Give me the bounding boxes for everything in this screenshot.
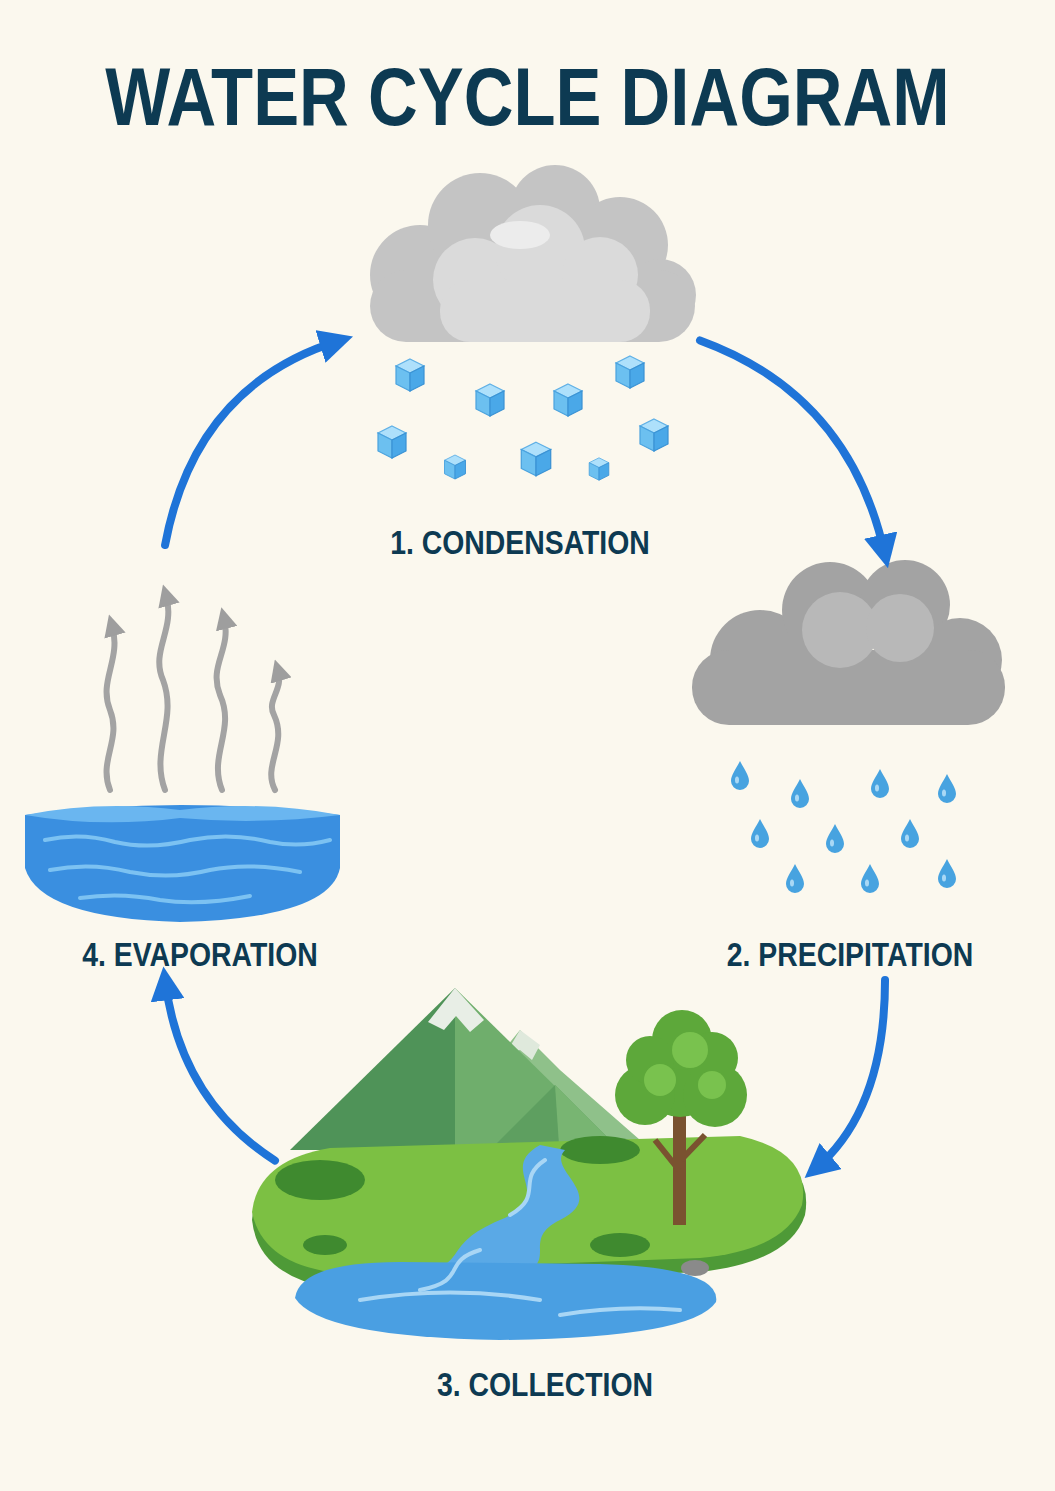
stage-node: 1. CONDENSATION bbox=[340, 160, 700, 570]
water-body bbox=[25, 805, 340, 922]
cloud bbox=[370, 165, 696, 342]
stage-label: 1. CONDENSATION bbox=[365, 523, 675, 563]
diagram-title: WATER CYCLE DIAGRAM bbox=[84, 52, 970, 142]
cycle-arrow bbox=[165, 980, 275, 1161]
stage-label: 3. COLLECTION bbox=[313, 1365, 777, 1405]
stage-label: 2. PRECIPITATION bbox=[704, 935, 996, 975]
landscape bbox=[252, 988, 806, 1340]
stage-label: 4. EVAPORATION bbox=[45, 935, 355, 975]
stage-node: 4. EVAPORATION bbox=[20, 545, 380, 980]
rain-cloud bbox=[692, 560, 1005, 725]
cycle-arrow bbox=[165, 340, 340, 545]
cycle-arrow bbox=[815, 980, 885, 1169]
rain-drops bbox=[731, 761, 956, 893]
stage-node: 3. COLLECTION bbox=[275, 980, 815, 1410]
cycle-arrow bbox=[700, 340, 885, 555]
vapor-arrows bbox=[107, 595, 280, 790]
ice-cubes bbox=[378, 356, 668, 480]
stage-node: 2. PRECIPITATION bbox=[680, 555, 1020, 980]
